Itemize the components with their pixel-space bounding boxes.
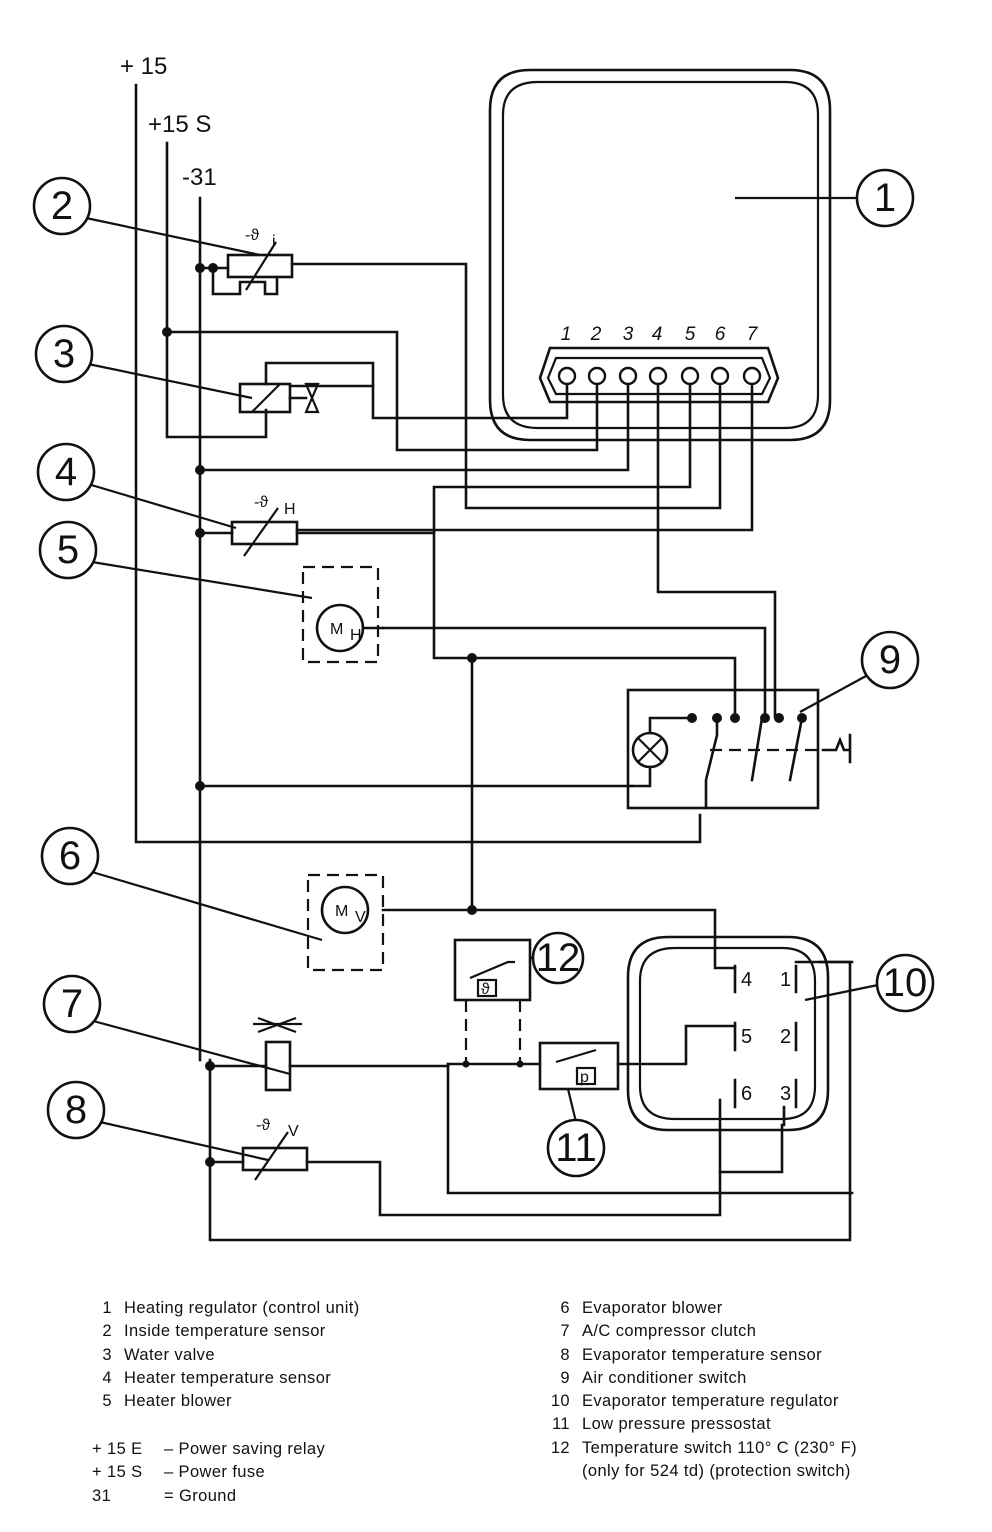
svg-text:12: 12 [536,936,581,980]
callout-6: 6 [40,826,100,886]
relay-terminal-4: 4 [741,969,752,991]
heater-blower: M H [301,565,385,664]
water-valve [238,361,375,414]
evaporator-blower: M V [306,873,385,972]
legend-note: + 15 S– Power fuse [92,1463,266,1482]
legend-note: + 15 E– Power saving relay [92,1440,326,1458]
callout-circles: 1 2 3 4 5 6 7 8 9 10 11 12 [32,168,935,1178]
relay-terminal-2: 2 [780,1026,791,1048]
svg-text:3: 3 [53,332,75,376]
rail-label-15s: +15 S [148,111,211,138]
evap-sensor-symbol: -ϑ [256,1117,270,1134]
evap-motor-subscript: V [355,909,366,926]
evap-sensor-subscript: V [288,1123,299,1140]
relay-terminal-5: 5 [741,1026,752,1048]
callout-2: 2 [32,176,92,236]
pin-label-3: 3 [623,324,634,345]
heater-temperature-sensor: -ϑ H [198,494,299,557]
svg-text:9: 9 [879,638,901,682]
legend-note: 31= Ground [92,1486,237,1505]
svg-text:7: 7 [61,982,83,1026]
pin-label-6: 6 [715,324,726,345]
callout-3: 3 [34,324,94,384]
rail-label-15: + 15 [120,53,167,80]
callout-1: 1 [855,168,915,228]
inside-sensor-subscript: i [272,233,276,250]
svg-text:5: 5 [57,528,79,572]
junction-dots [162,263,807,1167]
svg-text:2: 2 [51,184,73,228]
pin-label-5: 5 [685,324,696,345]
callout-12: 12 [531,931,585,985]
svg-text:1: 1 [874,176,896,220]
legend-notes: + 15 E– Power saving relay + 15 S– Power… [92,1438,325,1508]
temperature-switch: ϑ [453,938,532,1064]
svg-text:6: 6 [59,834,81,878]
evap-motor-symbol: M [335,903,348,920]
svg-text:8: 8 [65,1088,87,1132]
pressostat-symbol: p [580,1069,589,1086]
heater-motor-symbol: M [330,621,343,638]
callout-10: 10 [875,953,935,1013]
connector-pin-6 [710,366,730,386]
relay-terminal-1: 1 [780,969,791,991]
relay-terminal-3: 3 [780,1083,791,1105]
relay-terminal-6: 6 [741,1083,752,1105]
connector-pin-1 [557,366,577,386]
pin-label-2: 2 [590,324,602,345]
low-pressure-pressostat: p [446,1024,854,1195]
callout-8: 8 [46,1080,106,1140]
pin-label-4: 4 [652,324,663,345]
callout-11: 11 [546,1118,606,1178]
connector-wiring [165,262,777,970]
connector-pins [557,366,762,386]
callout-5: 5 [38,520,98,580]
legend-item: (only for 524 td) (protection switch) [582,1462,851,1481]
callout-4: 4 [36,442,96,502]
callout-7: 7 [42,974,102,1034]
rail-label-31: -31 [182,164,217,191]
heater-sensor-subscript: H [284,501,296,518]
connector-pin-labels: 1 2 3 4 5 6 7 [561,324,759,345]
svg-text:4: 4 [55,450,77,494]
air-conditioner-switch [626,688,852,810]
connector-pin-5 [680,366,700,386]
svg-text:10: 10 [883,961,928,1005]
connector-pin-7 [742,366,762,386]
pin-label-1: 1 [561,324,572,345]
connector-pin-3 [618,366,638,386]
connector-pin-4 [648,366,668,386]
connector-pin-2 [587,366,607,386]
evaporator-temperature-regulator: 4 1 5 2 6 3 [626,935,854,1174]
heater-motor-subscript: H [350,627,362,644]
heating-regulator: 1 2 3 4 5 6 7 [488,68,832,442]
callout-leaders [81,196,879,1162]
svg-text:11: 11 [555,1126,597,1170]
ac-compressor-clutch [208,1016,450,1092]
inside-temperature-sensor: -ϑ i [198,227,294,296]
callout-9: 9 [860,630,920,690]
heater-sensor-symbol: -ϑ [254,494,268,511]
evaporator-temperature-sensor: -ϑ V [208,1098,722,1217]
temp-switch-symbol: ϑ [481,981,490,998]
inside-sensor-symbol: -ϑ [245,227,259,244]
wiring-diagram: + 15 +15 S -31 1 2 3 4 5 6 7 [32,53,935,1242]
pin-label-7: 7 [747,324,759,345]
